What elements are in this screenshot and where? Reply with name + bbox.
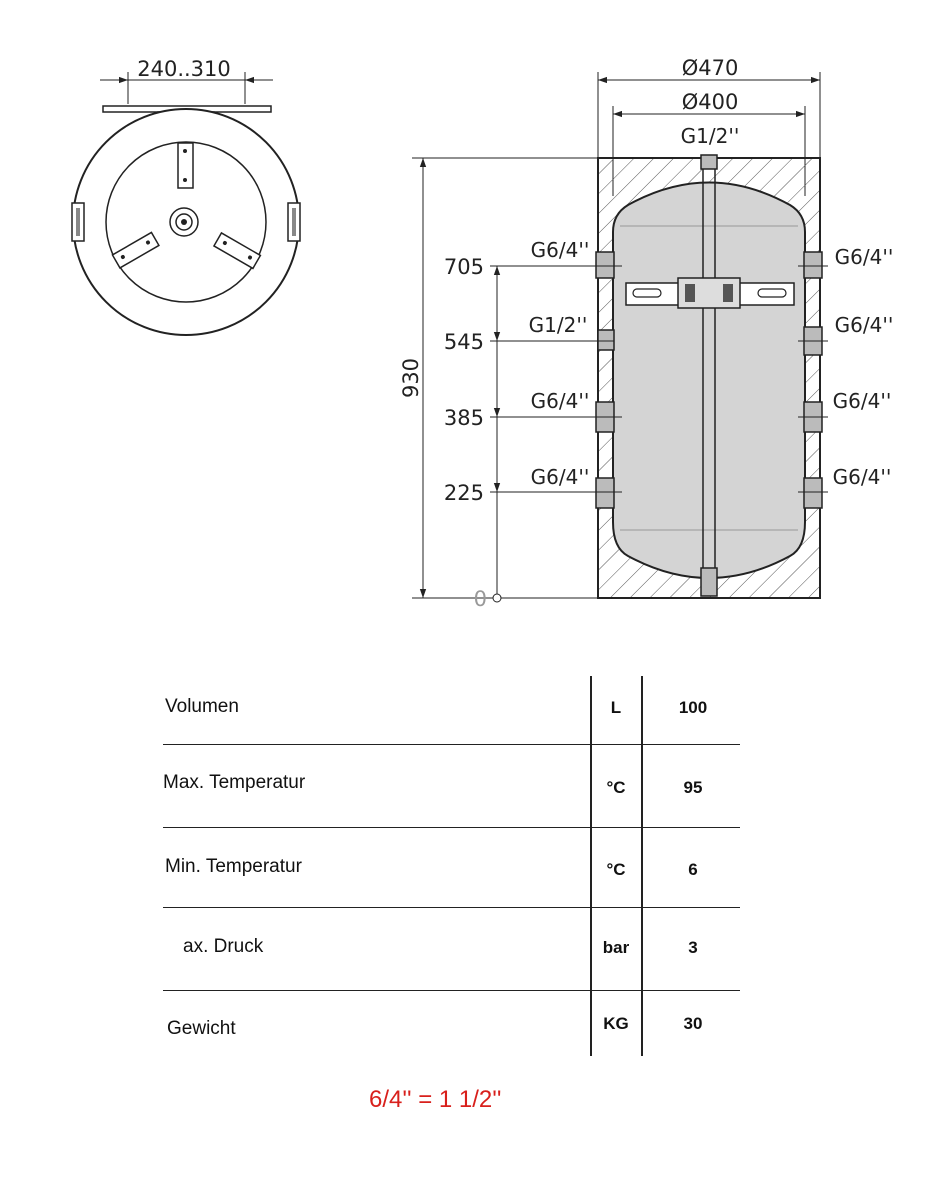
spec-row-max-temp: Max. Temperatur °C 95 [163, 756, 740, 836]
height-label: 930 [399, 358, 423, 398]
spec-table: Volumen L 100 Max. Temperatur °C 95 Min.… [163, 676, 740, 1056]
level-label: 705 [444, 255, 484, 279]
right-connection-label: G6/4'' [835, 245, 894, 269]
spec-value: 6 [688, 860, 698, 879]
spec-value: 100 [678, 698, 708, 717]
level-label: 385 [444, 406, 484, 430]
bracket-dimension-label: 240..310 [137, 57, 231, 81]
footnote: 6/4'' = 1 1/2'' [369, 1086, 502, 1113]
table-rule [163, 827, 740, 828]
right-connection-label: G6/4'' [833, 465, 892, 489]
spec-value: 3 [688, 938, 698, 957]
spec-name: Gewicht [167, 1018, 236, 1039]
left-connection-label: G6/4'' [531, 238, 590, 262]
spec-name: Volumen [165, 696, 239, 717]
technical-drawing: 240..310 Ø470 [71, 56, 893, 611]
left-connection-label: G1/2'' [529, 313, 588, 337]
spec-unit: °C [606, 860, 626, 879]
table-rule [163, 907, 740, 908]
spec-unit: KG [603, 1014, 629, 1033]
spec-unit: °C [606, 778, 626, 797]
top-view: 240..310 [71, 57, 301, 336]
side-view: Ø470 Ø400 G1/2'' [399, 56, 893, 611]
table-rule [163, 744, 740, 745]
spec-name: Min. Temperatur [165, 856, 302, 877]
left-connection-label: G6/4'' [531, 389, 590, 413]
spec-name: ax. Druck [183, 936, 264, 957]
spec-row-pressure: ax. Druck bar 3 [163, 916, 740, 996]
level-label: 225 [444, 481, 484, 505]
spec-row-min-temp: Min. Temperatur °C 6 [163, 838, 740, 918]
spec-row-volume: Volumen L 100 [163, 676, 740, 756]
outer-diameter-label: Ø470 [682, 56, 739, 80]
level-label: 0 [474, 587, 487, 611]
left-connection-label: G6/4'' [531, 465, 590, 489]
inner-diameter-label: Ø400 [682, 90, 739, 114]
spec-row-weight: Gewicht KG 30 [163, 994, 740, 1074]
top-connection-label: G1/2'' [681, 124, 740, 148]
table-divider [590, 676, 592, 1056]
spec-name: Max. Temperatur [163, 772, 306, 793]
right-connection-label: G6/4'' [835, 313, 894, 337]
level-label: 545 [444, 330, 484, 354]
table-rule [163, 990, 740, 991]
spec-unit: L [610, 698, 622, 717]
spec-value: 95 [683, 778, 703, 797]
right-connection-label: G6/4'' [833, 389, 892, 413]
table-divider [641, 676, 643, 1056]
spec-unit: bar [602, 938, 630, 957]
spec-value: 30 [683, 1014, 703, 1033]
